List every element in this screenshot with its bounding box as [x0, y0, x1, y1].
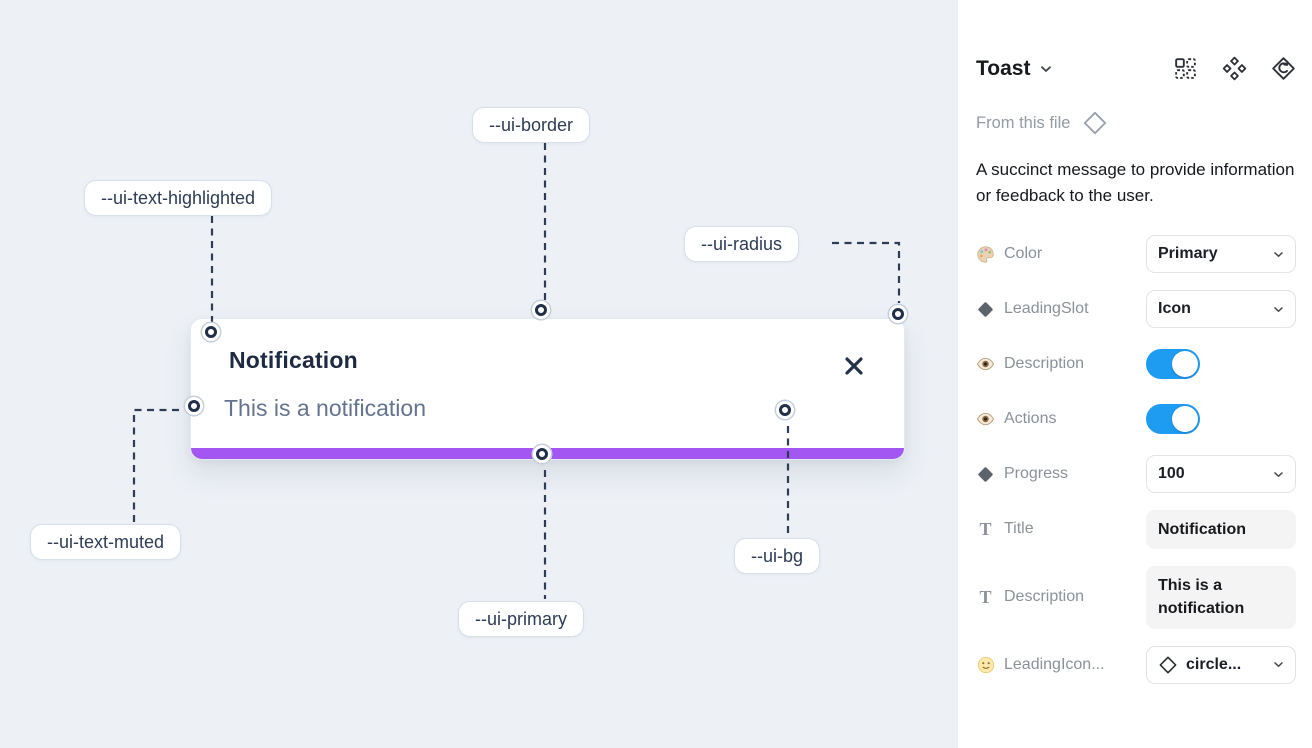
- diamond-icon: [976, 466, 995, 482]
- dropdown-value: Icon: [1158, 300, 1191, 317]
- dropdown-value: circle...: [1186, 655, 1242, 673]
- eye-icon: [976, 357, 995, 371]
- diamond-icon: [976, 301, 995, 317]
- chevron-down-icon: [1273, 471, 1284, 478]
- color-dropdown[interactable]: Primary: [1146, 235, 1296, 273]
- property-label: T Description: [976, 566, 1084, 628]
- text-icon: T: [979, 518, 992, 539]
- properties-panel: Toast: [958, 0, 1312, 748]
- property-label: T Title: [976, 510, 1034, 548]
- annotation-pill-bg[interactable]: --ui-bg: [734, 538, 821, 574]
- annotation-pill-border[interactable]: --ui-border: [472, 107, 591, 143]
- text-icon: T: [979, 586, 992, 607]
- swap-instance-icon[interactable]: [1271, 56, 1296, 81]
- property-label: LeadingSlot: [976, 290, 1089, 328]
- anchor-radius[interactable]: [892, 308, 904, 320]
- component-diamonds-icon[interactable]: [1222, 56, 1247, 81]
- property-label-text: Actions: [1004, 410, 1057, 427]
- chevron-down-icon: [1273, 251, 1284, 258]
- property-label-text: Progress: [1004, 465, 1069, 482]
- property-label-text: Description: [1004, 588, 1085, 606]
- annotation-pill-primary[interactable]: --ui-primary: [458, 601, 584, 637]
- property-label: Description: [976, 345, 1084, 383]
- description-field[interactable]: This is a notification: [1146, 566, 1296, 629]
- property-label-text: Description: [1004, 355, 1085, 372]
- anchor-border[interactable]: [535, 304, 547, 316]
- progress-dropdown[interactable]: 100: [1146, 455, 1296, 493]
- property-label: Color: [976, 235, 1042, 273]
- smiley-icon: [976, 656, 995, 674]
- property-label-text: Color: [1004, 245, 1043, 262]
- panel-header: Toast: [976, 56, 1296, 81]
- component-description: A succinct message to provide informatio…: [976, 160, 1295, 205]
- dropdown-value: 100: [1158, 465, 1185, 482]
- anchor-primary[interactable]: [536, 448, 548, 460]
- description-toggle[interactable]: [1146, 349, 1200, 379]
- leadingicon-dropdown[interactable]: circle...: [1146, 645, 1296, 684]
- chevron-down-icon[interactable]: [1040, 65, 1052, 73]
- source-row: From this file: [976, 110, 1296, 136]
- property-list: Color Primary LeadingSlot: [976, 235, 1296, 684]
- palette-icon: [976, 245, 995, 264]
- leadingslot-dropdown[interactable]: Icon: [1146, 290, 1296, 328]
- close-icon[interactable]: [842, 354, 866, 378]
- property-row-progress: Progress 100: [976, 455, 1296, 493]
- toast-title: Notification: [229, 347, 358, 373]
- property-row-title: T Title Notification: [976, 510, 1296, 550]
- property-row-color: Color Primary: [976, 235, 1296, 273]
- property-row-leadingicon: LeadingIcon... circle...: [976, 645, 1296, 684]
- actions-toggle[interactable]: [1146, 404, 1200, 434]
- anchor-text-highlighted[interactable]: [205, 326, 217, 338]
- property-row-description-toggle: Description: [976, 345, 1296, 383]
- property-label: LeadingIcon...: [976, 646, 1105, 684]
- diamond-outline-icon: [1084, 111, 1107, 135]
- diamond-outline-icon: [1158, 655, 1178, 675]
- annotation-pill-text-muted[interactable]: --ui-text-muted: [30, 524, 182, 560]
- anchor-text-muted[interactable]: [188, 400, 200, 412]
- source-label: From this file: [976, 113, 1071, 132]
- design-canvas[interactable]: Notification This is a notification --ui…: [0, 0, 958, 748]
- toast-component-preview[interactable]: Notification This is a notification: [190, 318, 905, 460]
- property-label: Actions: [976, 400, 1056, 438]
- property-row-leadingslot: LeadingSlot Icon: [976, 290, 1296, 328]
- title-field[interactable]: Notification: [1146, 510, 1296, 550]
- toggle-knob: [1172, 351, 1198, 377]
- eye-icon: [976, 412, 995, 426]
- component-title[interactable]: Toast: [976, 56, 1031, 80]
- anchor-bg[interactable]: [779, 404, 791, 416]
- property-label-text: Title: [1004, 520, 1034, 537]
- property-label-text: LeadingIcon...: [1004, 655, 1105, 673]
- annotation-pill-text-highlighted[interactable]: --ui-text-highlighted: [84, 180, 273, 216]
- chevron-down-icon: [1273, 306, 1284, 313]
- dropdown-value: Primary: [1158, 245, 1218, 262]
- property-label-text: LeadingSlot: [1004, 300, 1089, 317]
- toggle-knob: [1172, 406, 1198, 432]
- property-row-description-text: T Description This is a notification: [976, 566, 1296, 629]
- property-row-actions-toggle: Actions: [976, 400, 1296, 438]
- chevron-down-icon: [1273, 661, 1284, 668]
- toast-description: This is a notification: [224, 395, 426, 421]
- dashed-grid-icon[interactable]: [1173, 56, 1198, 81]
- property-label: Progress: [976, 455, 1068, 493]
- annotation-pill-radius[interactable]: --ui-radius: [684, 226, 800, 262]
